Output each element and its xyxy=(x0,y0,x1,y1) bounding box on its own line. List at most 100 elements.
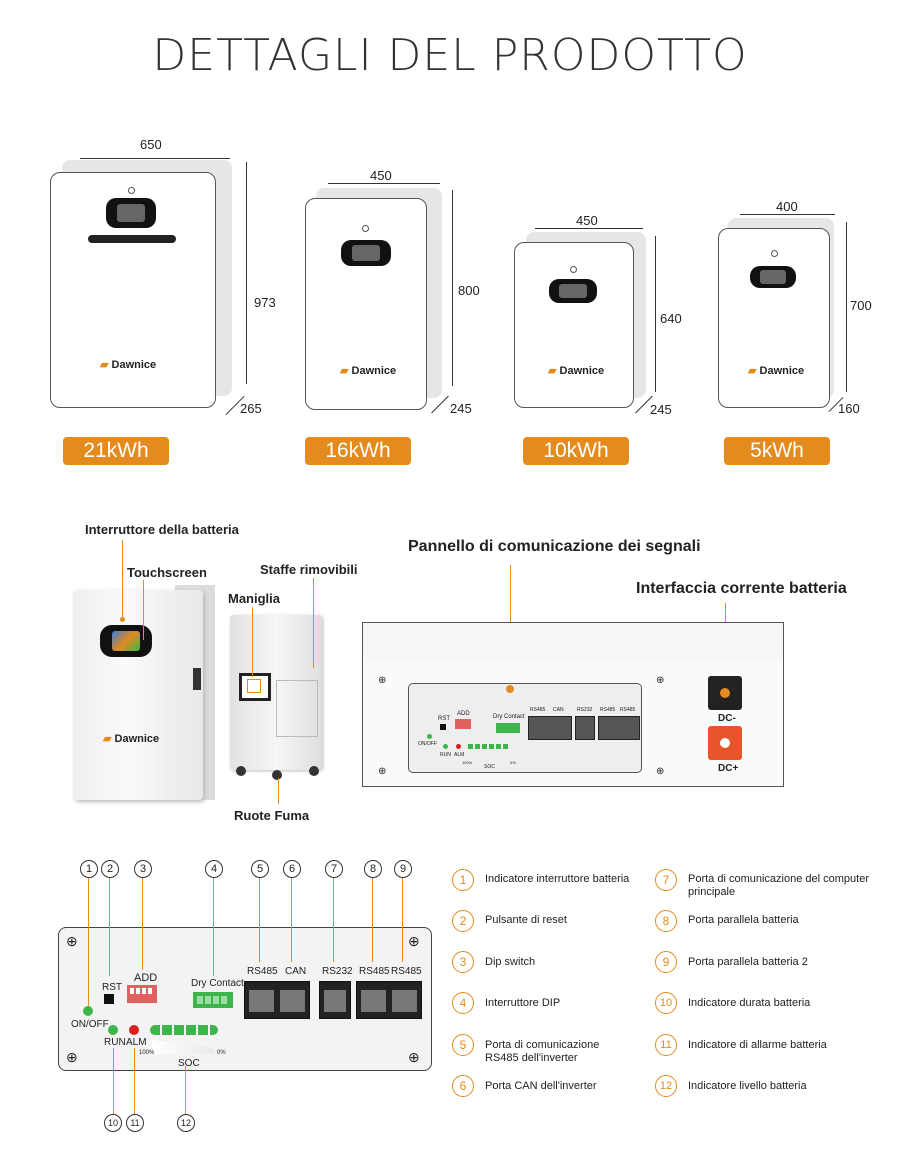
width-dimension-line xyxy=(535,228,643,229)
height-dimension: 973 xyxy=(254,295,276,310)
screen-icon xyxy=(750,266,796,288)
callout-dot-icon xyxy=(506,685,514,693)
depth-dimension-line xyxy=(431,395,449,414)
reset-button-small[interactable] xyxy=(440,724,446,730)
run-led xyxy=(108,1025,118,1035)
legend-text: Interruttore DIP xyxy=(485,997,561,1009)
callout-line xyxy=(252,607,253,677)
reset-button[interactable] xyxy=(104,994,114,1004)
callout-wheels: Ruote Fuma xyxy=(234,808,310,823)
marker-6: 6 xyxy=(283,860,301,878)
status-led-icon xyxy=(128,187,135,194)
port-label: RS485 xyxy=(620,707,636,713)
alm-led-small xyxy=(456,744,461,749)
rs485-can-ports[interactable] xyxy=(244,981,310,1019)
screw-icon: ⊕ xyxy=(378,675,387,686)
leader-line-3 xyxy=(142,876,143,970)
dip-switch-small[interactable] xyxy=(455,719,471,729)
leader-line-7 xyxy=(333,876,334,962)
port-label: RS485 xyxy=(359,966,390,977)
dip-switch[interactable] xyxy=(127,985,157,1003)
legend-number: 6 xyxy=(452,1075,474,1097)
soc-leds-small xyxy=(468,744,508,749)
rs485-can-ports-small[interactable] xyxy=(528,716,572,740)
callout-line xyxy=(313,578,314,668)
port-label: RS485 xyxy=(600,707,616,713)
legend-text: Indicatore di allarme batteria xyxy=(688,1039,827,1051)
legend-text: Porta parallela batteria xyxy=(688,914,799,926)
rs232-port-small[interactable] xyxy=(575,716,595,740)
port-label: RS232 xyxy=(577,707,593,713)
screen-icon xyxy=(106,198,156,228)
marker-8: 8 xyxy=(364,860,382,878)
capacity-badge: 16kWh xyxy=(305,437,411,465)
callout-handle: Maniglia xyxy=(228,591,281,606)
add-label: ADD xyxy=(134,972,158,984)
height-dimension-line xyxy=(452,190,453,386)
legend-number: 10 xyxy=(655,992,677,1014)
height-dimension-line xyxy=(246,162,247,384)
legend-text: Porta parallela batteria 2 xyxy=(688,956,808,968)
soc-leds xyxy=(150,1025,218,1035)
rs232-port[interactable] xyxy=(319,981,351,1019)
dc-plus-label: DC+ xyxy=(718,763,739,774)
soc-100-label: 100% xyxy=(462,760,473,765)
onoff-led-small xyxy=(427,734,432,739)
legend-text: Indicatore interruttore batteria xyxy=(485,873,630,885)
side-handle-icon xyxy=(193,668,201,690)
height-dimension: 700 xyxy=(850,298,872,313)
screw-icon: ⊕ xyxy=(408,933,420,949)
status-led-icon xyxy=(771,250,778,257)
led-strip-icon xyxy=(88,235,176,243)
marker-7: 7 xyxy=(325,860,343,878)
soc-label: SOC xyxy=(178,1058,200,1069)
touchscreen-icon xyxy=(100,625,152,657)
height-dimension: 800 xyxy=(458,283,480,298)
screen-icon xyxy=(341,240,391,266)
screw-icon: ⊕ xyxy=(408,1049,420,1065)
leader-line-4 xyxy=(213,876,214,976)
rs485-parallel-ports[interactable] xyxy=(356,981,422,1019)
port-label: RS485 xyxy=(247,966,278,977)
wheel-icon xyxy=(236,766,246,776)
dry-contact-label: Dry Contact xyxy=(191,978,244,989)
battery-body xyxy=(305,198,427,410)
legend-number: 11 xyxy=(655,1034,677,1056)
screen-icon xyxy=(549,279,597,303)
alm-label: ALM xyxy=(126,1037,147,1048)
soc-100-label: 100% xyxy=(139,1050,155,1056)
rst-label: RST xyxy=(102,982,122,993)
legend-number: 4 xyxy=(452,992,474,1014)
screw-icon: ⊕ xyxy=(656,675,665,686)
depth-dimension: 245 xyxy=(450,401,472,416)
legend-text: Porta di comunicazione del computer prin… xyxy=(688,873,869,898)
dry-contact-label: Dry Contact xyxy=(493,714,525,720)
width-dimension: 650 xyxy=(140,137,162,152)
depth-dimension: 160 xyxy=(838,401,860,416)
dry-contact-terminal[interactable] xyxy=(193,992,233,1008)
dry-contact-small[interactable] xyxy=(496,723,520,733)
legend-number: 9 xyxy=(655,951,677,973)
width-dimension: 400 xyxy=(776,199,798,214)
width-dimension-line xyxy=(328,183,440,184)
callout-battery-switch: Interruttore della batteria xyxy=(85,522,239,537)
depth-dimension: 245 xyxy=(650,402,672,417)
marker-4: 4 xyxy=(205,860,223,878)
marker-3: 3 xyxy=(134,860,152,878)
legend-number: 3 xyxy=(452,951,474,973)
capacity-badge: 21kWh xyxy=(63,437,169,465)
rs485-ports-small[interactable] xyxy=(598,716,640,740)
soc-0-label: 0% xyxy=(510,760,516,765)
brand-logo: ▰ Dawnice xyxy=(100,359,157,371)
run-label: RUN xyxy=(104,1037,126,1048)
marker-10: 10 xyxy=(104,1114,122,1132)
marker-2: 2 xyxy=(101,860,119,878)
dc-minus-terminal[interactable] xyxy=(708,676,742,710)
alm-label: ALM xyxy=(454,752,465,758)
leader-line-1 xyxy=(88,876,89,1006)
port-label: RS232 xyxy=(322,966,353,977)
leader-line-6 xyxy=(291,876,292,962)
height-dimension-line xyxy=(655,236,656,392)
leader-line-5 xyxy=(259,876,260,962)
dc-plus-terminal[interactable] xyxy=(708,726,742,760)
